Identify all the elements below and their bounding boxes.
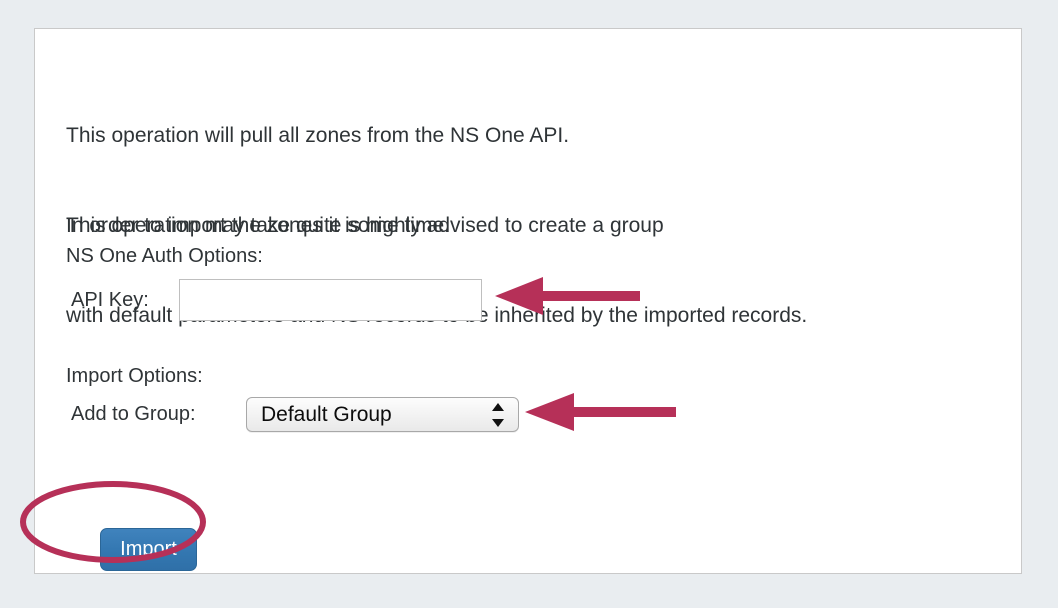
add-to-group-select[interactable]: Default Group: [246, 397, 519, 432]
intro-line-3: In order to import the zones it is highl…: [66, 214, 664, 237]
import-button[interactable]: Import: [100, 528, 197, 571]
import-panel: This operation will pull all zones from …: [34, 28, 1022, 574]
intro-line-2: This operation may take quite some time.: [66, 214, 451, 237]
add-to-group-label: Add to Group:: [71, 403, 196, 425]
add-to-group-selected-value[interactable]: Default Group: [246, 397, 519, 432]
auth-options-heading: NS One Auth Options:: [66, 245, 263, 267]
import-options-heading: Import Options:: [66, 365, 203, 387]
intro-paragraph-2: In order to import the zones it is highl…: [66, 151, 807, 391]
api-key-input[interactable]: [179, 279, 482, 321]
intro-paragraph-1: This operation will pull all zones from …: [66, 61, 569, 301]
intro-line-1: This operation will pull all zones from …: [66, 124, 570, 147]
add-to-group-row: Add to Group: Default Group: [66, 397, 519, 432]
api-key-row: API Key:: [66, 279, 482, 321]
api-key-label: API Key:: [71, 288, 149, 311]
